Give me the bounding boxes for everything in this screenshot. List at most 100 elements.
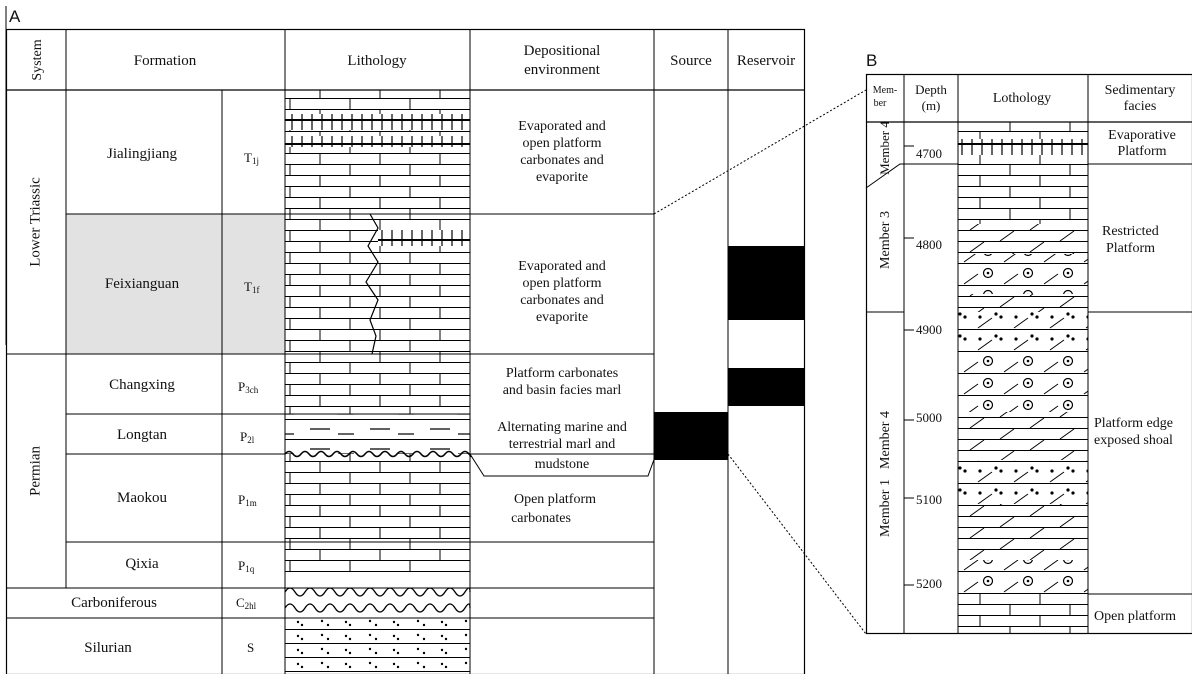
facies-restricted-1: Restricted [1102,224,1159,239]
svg-text:mudstone: mudstone [535,457,589,472]
header-system: System [30,39,45,80]
formation-name-jialingjiang: Jialingjiang [107,146,177,162]
svg-text:and basin facies marl: and basin facies marl [503,383,622,398]
formation-code-silurian: S [247,640,254,655]
lithology-jialingjiang [285,90,470,214]
panel-b-label: B [866,51,877,70]
depth-4800: 4800 [916,237,942,252]
depth-5200: 5200 [916,576,942,591]
lithology-b-shoal-dots-1 [958,312,1088,356]
lithology-b-open [958,594,1088,634]
formation-code-changxing: P3ch [238,379,259,395]
connector-bottom [727,453,867,635]
formation-code-feixianguan: T1f [244,279,259,295]
feixianguan-highlight [66,214,285,354]
gypsum-band-b [958,139,1088,155]
header-facies-line2: facies [1124,99,1157,114]
lithology-maokou [285,454,470,542]
lithology-changxing [285,354,470,414]
svg-text:open platform: open platform [523,136,602,151]
lithology-b-restricted-upper [958,164,1088,224]
formation-code-qixia: P1q [238,558,255,574]
facies-open: Open platform [1094,609,1176,624]
lithology-b-shoal-dolo [958,412,1088,460]
panel-b-table [865,73,1192,635]
svg-text:carbonates and: carbonates and [520,153,604,168]
header-env-line1: Depositional [524,43,601,59]
formation-name-longtan: Longtan [117,427,167,443]
formation-code-maokou: P1m [238,492,257,508]
svg-text:Evaporated and: Evaporated and [518,119,605,134]
header-lithology-b: Lothology [993,91,1051,106]
depth-4700: 4700 [916,146,942,161]
lithology-qixia [285,542,470,572]
unconformity-line-2 [284,587,471,597]
env-feixianguan: Evaporated and open platform carbonates … [518,259,605,325]
source-bar-longtan [654,412,728,460]
depth-4900: 4900 [916,322,942,337]
lithology-silurian [285,618,470,674]
member-4-low: Member 4 [878,411,893,469]
facies-edge-1: Platform edge [1094,416,1173,431]
panel-a-label: A [9,7,21,26]
fault-line [365,213,379,355]
header-source: Source [670,53,712,69]
facies-evaporative-1: Evaporative [1108,128,1176,143]
lithology-b-shoal-oolite-2 [958,560,1088,594]
lithology-carboniferous [285,588,470,618]
svg-text:evaporite: evaporite [536,170,588,185]
facies-edge-2: exposed shoal [1094,433,1173,448]
header-depth-line1: Depth [915,82,947,97]
gypsum-band-2 [285,136,470,147]
lithology-b-shoal-oolite-1 [958,356,1088,412]
lithology-b-shoal-dots-2 [958,460,1088,504]
header-formation: Formation [134,53,197,69]
system-silurian: Silurian [84,640,132,656]
system-carboniferous: Carboniferous [71,595,157,611]
reservoir-bar-changxing [728,368,804,406]
gypsum-band-1 [285,114,470,130]
header-member-line2: ber [874,98,887,109]
svg-text:evaporite: evaporite [536,310,588,325]
facies-restricted-2: Platform [1106,241,1155,256]
formation-name-maokou: Maokou [117,490,167,506]
env-changxing: Platform carbonates and basin facies mar… [503,366,622,398]
formation-code-longtan: P2l [240,429,255,445]
connector-top [653,89,867,215]
env-jialingjiang: Evaporated and open platform carbonates … [518,119,605,185]
header-depth-line2: (m) [922,98,941,113]
member-1: Member 1 [878,479,893,537]
formation-code-jialingjiang: T1j [244,150,259,166]
svg-text:open platform: open platform [523,276,602,291]
formation-name-qixia: Qixia [125,556,159,572]
reservoir-bar-feixianguan [728,246,804,320]
gypsum-band-3 [378,230,470,246]
lithology-longtan [285,414,470,454]
system-permian: Permian [27,446,43,496]
lithology-b-shoal-dolo-2 [958,504,1088,560]
member-3: Member 3 [878,211,893,269]
unconformity-line-3 [284,603,471,613]
lithology-b-oolite-1 [958,254,1088,294]
depth-5100: 5100 [916,492,942,507]
svg-text:Alternating marine and: Alternating marine and [497,420,627,435]
header-env-line2: environment [524,62,601,78]
svg-text:carbonates: carbonates [511,511,571,526]
panel-a-table [5,28,806,674]
longtan-env-box [469,453,657,477]
system-lower-triassic: Lower Triassic [27,177,43,267]
svg-text:Open platform: Open platform [514,492,596,507]
formation-code-carboniferous: C2hl [236,595,257,611]
header-lithology: Lithology [347,53,407,69]
member-4-top: Member 4 [877,121,892,175]
svg-text:carbonates and: carbonates and [520,293,604,308]
header-reservoir: Reservoir [737,53,795,69]
unconformity-line-1 [284,450,473,458]
svg-text:Evaporated and: Evaporated and [518,259,605,274]
facies-evaporative-2: Platform [1118,144,1167,159]
svg-text:terrestrial marl and: terrestrial marl and [509,437,616,452]
panel-b-frame [865,73,1192,635]
header-facies-line1: Sedimentary [1105,83,1176,98]
formation-name-changxing: Changxing [109,377,175,393]
